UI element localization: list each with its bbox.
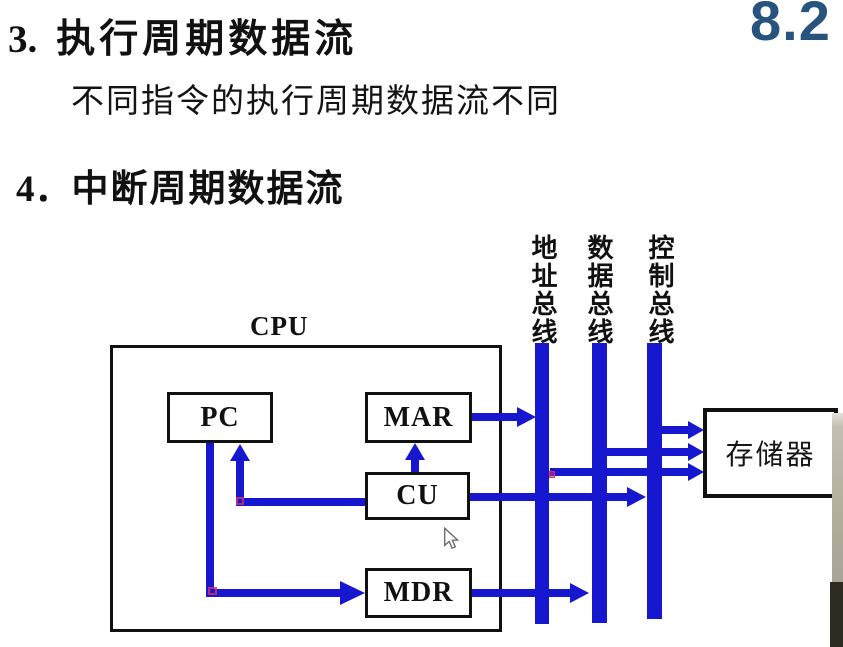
anchor-mark <box>236 497 244 505</box>
line-control-bus-to-memory <box>662 426 689 434</box>
mouse-cursor <box>443 527 460 550</box>
line-cu-to-pc-horizontal <box>238 498 365 506</box>
heading-execution-cycle: 3. 执行周期数据流 <box>8 8 357 64</box>
line-pc-down <box>206 443 214 597</box>
line-pc-to-mdr-horizontal <box>206 589 341 597</box>
heading-number: 3. <box>8 18 38 61</box>
heading-title: 执行周期数据流 <box>56 18 358 61</box>
cpu-label: CPU <box>250 311 309 341</box>
arrowhead-into-pc <box>230 444 250 461</box>
cu-box: CU <box>365 472 470 520</box>
right-edge-object-dark <box>830 582 843 647</box>
heading-title: 中断周期数据流 <box>71 169 345 210</box>
line-data-bus-to-memory <box>607 448 689 456</box>
address-bus <box>535 343 549 624</box>
line-mar-to-address-bus <box>472 413 518 421</box>
arrowhead-mar-to-address-bus <box>517 407 536 427</box>
cpu-box <box>110 345 502 632</box>
arrowhead-data-bus-to-memory <box>688 443 704 461</box>
arrowhead-address-bus-to-memory <box>688 463 704 481</box>
data-bus-label: 数据总线 <box>584 234 613 346</box>
arrowhead-mdr-to-data-bus <box>570 583 589 603</box>
line-cu-to-control-bus <box>470 493 628 501</box>
subtitle-text: 不同指令的执行周期数据流不同 <box>71 84 561 120</box>
mar-box: MAR <box>365 392 472 443</box>
line-address-bus-to-memory <box>550 468 689 476</box>
anchor-mark <box>208 587 217 595</box>
heading-number: 4． <box>16 169 72 210</box>
line-mdr-to-data-bus <box>472 589 572 597</box>
mdr-box: MDR <box>365 568 472 618</box>
control-bus <box>647 343 662 619</box>
address-bus-label: 地址总线 <box>528 234 557 346</box>
arrowhead-control-bus-to-memory <box>688 421 704 439</box>
data-bus <box>592 343 607 623</box>
anchor-mark <box>549 471 555 478</box>
line-cu-to-mar <box>411 459 419 472</box>
arrowhead-into-mar <box>405 443 425 460</box>
pc-box: PC <box>167 392 273 443</box>
arrowhead-into-mdr <box>340 581 365 605</box>
control-bus-label: 控制总线 <box>645 234 674 346</box>
line-cu-to-pc-vertical <box>236 460 244 506</box>
arrowhead-cu-to-control-bus <box>627 487 646 507</box>
right-edge-object-light <box>832 413 843 582</box>
memory-box: 存储器 <box>703 408 838 498</box>
section-number: 8.2 <box>750 0 831 52</box>
heading-interrupt-cycle: 4．中断周期数据流 <box>16 158 345 212</box>
